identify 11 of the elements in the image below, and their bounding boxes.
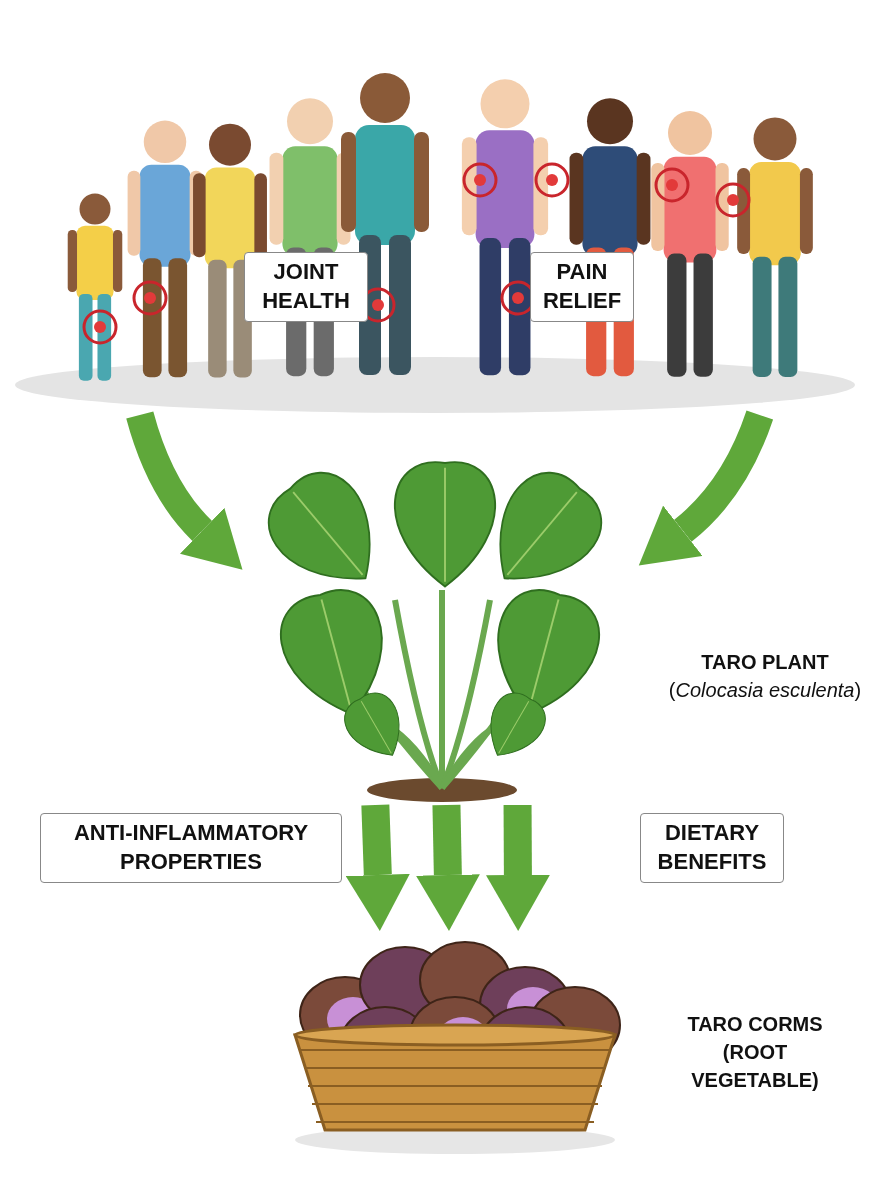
plant-caption: TARO CORMS (ROOT VEGETABLE) bbox=[686, 1012, 824, 1093]
arrow bbox=[639, 410, 773, 567]
plant-caption: TARO PLANT (Colocasia esculenta) bbox=[667, 650, 863, 703]
text-box: PAIN RELIEF bbox=[530, 252, 634, 322]
arrow bbox=[126, 411, 242, 571]
arrow bbox=[345, 804, 410, 931]
text-box: ANTI-INFLAMMATORY PROPERTIES bbox=[40, 813, 342, 883]
text-box: DIETARY BENEFITS bbox=[640, 813, 784, 883]
arrow bbox=[485, 804, 550, 931]
text-box: JOINT HEALTH bbox=[244, 252, 368, 322]
arrow bbox=[415, 804, 480, 931]
